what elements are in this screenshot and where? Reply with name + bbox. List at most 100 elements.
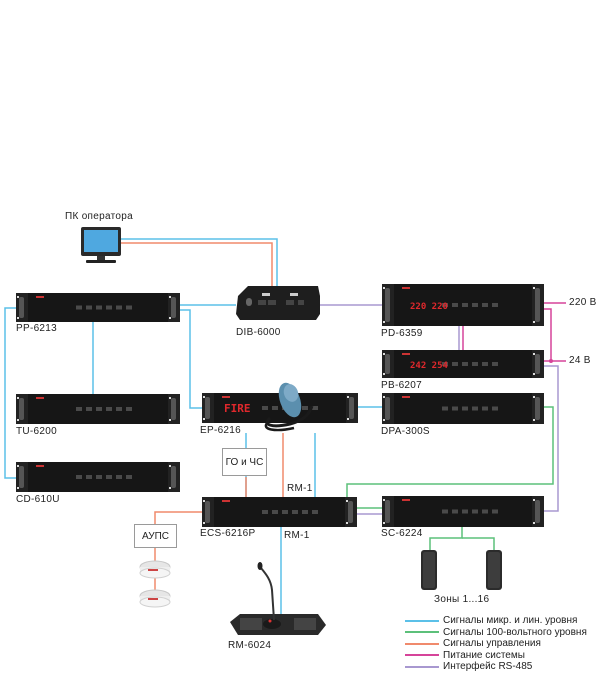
rack-handle-icon	[349, 397, 354, 419]
legend-swatch	[405, 642, 439, 645]
device-display-readout: FIRE	[224, 402, 251, 415]
panel-button	[262, 406, 268, 410]
panel-button	[482, 303, 488, 307]
brand-logo-icon	[402, 396, 410, 398]
rack-handle-icon	[385, 354, 390, 374]
device-display-readout: 242 254	[410, 361, 449, 371]
rack-screw	[169, 296, 171, 298]
panel-button	[492, 509, 498, 514]
panel-button	[76, 305, 82, 310]
line-pc-dib-mic	[121, 238, 278, 290]
rack-screw	[17, 296, 19, 298]
pd6359-label: PD-6359	[381, 328, 423, 339]
rack-screw	[533, 419, 535, 421]
panel-button	[472, 406, 478, 411]
panel-button	[76, 475, 82, 479]
panel-button	[262, 510, 268, 514]
rack-screw	[383, 419, 385, 421]
panel-button	[452, 406, 458, 411]
rack-screw	[346, 500, 348, 502]
legend-label: Сигналы микр. и лин. уровня	[443, 615, 578, 627]
panel-button	[86, 305, 92, 310]
panel-button	[116, 407, 122, 411]
panel-button	[472, 362, 478, 366]
panel-button	[492, 362, 498, 366]
rack-handle-icon	[205, 397, 210, 419]
rack-screw	[17, 465, 19, 467]
line-pb-sc-rs485	[544, 365, 559, 512]
dib6000-device	[236, 286, 320, 320]
panel-button	[312, 510, 318, 514]
panel-button	[462, 509, 468, 514]
panel-button	[442, 362, 448, 366]
rack-screw	[533, 499, 535, 501]
pc-label: ПК оператора	[65, 211, 133, 222]
ecs6216p-device	[202, 497, 357, 527]
panel-button	[126, 475, 132, 479]
rack-handle-icon	[19, 297, 24, 318]
panel-button	[96, 407, 102, 411]
brand-logo-icon	[402, 287, 410, 289]
panel-button	[302, 510, 308, 514]
rack-screw	[169, 397, 171, 399]
panel-button	[442, 509, 448, 514]
smoke-detector-icon	[139, 560, 171, 579]
sc6224-label: SC-6224	[381, 528, 423, 539]
panel-button	[86, 475, 92, 479]
rack-screw	[383, 353, 385, 355]
rack-screw	[383, 287, 385, 289]
rack-screw	[533, 396, 535, 398]
smoke-detector-icon	[139, 589, 171, 608]
panel-button	[492, 406, 498, 411]
legend-item-control: Сигналы управления	[405, 638, 587, 650]
panel-button	[272, 510, 278, 514]
panel-button	[302, 406, 308, 410]
rack-handle-icon	[171, 398, 176, 420]
panel-button	[442, 406, 448, 411]
panel-button	[492, 303, 498, 307]
rm1-top-label: RM-1	[287, 483, 313, 494]
panel-button	[482, 509, 488, 514]
panel-button	[462, 303, 468, 307]
rack-screw	[533, 353, 535, 355]
rack-screw	[346, 522, 348, 524]
rack-handle-icon	[171, 466, 176, 488]
rm1-bottom-label: RM-1	[284, 530, 310, 541]
legend-swatch	[405, 654, 439, 657]
legend-label: Питание системы	[443, 649, 525, 661]
panel-button	[482, 406, 488, 411]
rack-screw	[169, 419, 171, 421]
panel-button	[452, 509, 458, 514]
rack-screw	[533, 373, 535, 375]
tu6200-device	[16, 394, 180, 424]
rack-screw	[383, 499, 385, 501]
legend-label: Сигналы 100-вольтного уровня	[443, 626, 587, 638]
rack-handle-icon	[19, 398, 24, 420]
power-junction	[549, 359, 553, 363]
ecs6216p-label: ECS-6216P	[200, 528, 256, 539]
go-chs-box: ГО и ЧС	[222, 448, 267, 476]
pb6207-device: 242 254	[382, 350, 544, 378]
panel-button	[116, 305, 122, 310]
line-dpa-sc-v100	[346, 406, 554, 497]
brand-logo-icon	[402, 353, 410, 355]
panel-button	[86, 407, 92, 411]
pp6213-label: PP-6213	[16, 323, 58, 334]
panel-button	[452, 362, 458, 366]
rack-screw	[383, 373, 385, 375]
rack-handle-icon	[171, 297, 176, 318]
rack-screw	[17, 487, 19, 489]
rack-screw	[17, 397, 19, 399]
panel-button	[76, 407, 82, 411]
line-pp-ep-mic	[180, 309, 202, 409]
line-pp-cd-mic	[4, 307, 16, 479]
ep6216-label: EP-6216	[200, 425, 242, 436]
panel-button	[462, 362, 468, 366]
aups-box: АУПС	[134, 524, 177, 548]
legend-item-power: Питание системы	[405, 650, 587, 662]
rack-screw	[533, 321, 535, 323]
rack-handle-icon	[535, 354, 540, 374]
legend-swatch	[405, 665, 439, 668]
panel-button	[106, 305, 112, 310]
rack-screw	[383, 321, 385, 323]
